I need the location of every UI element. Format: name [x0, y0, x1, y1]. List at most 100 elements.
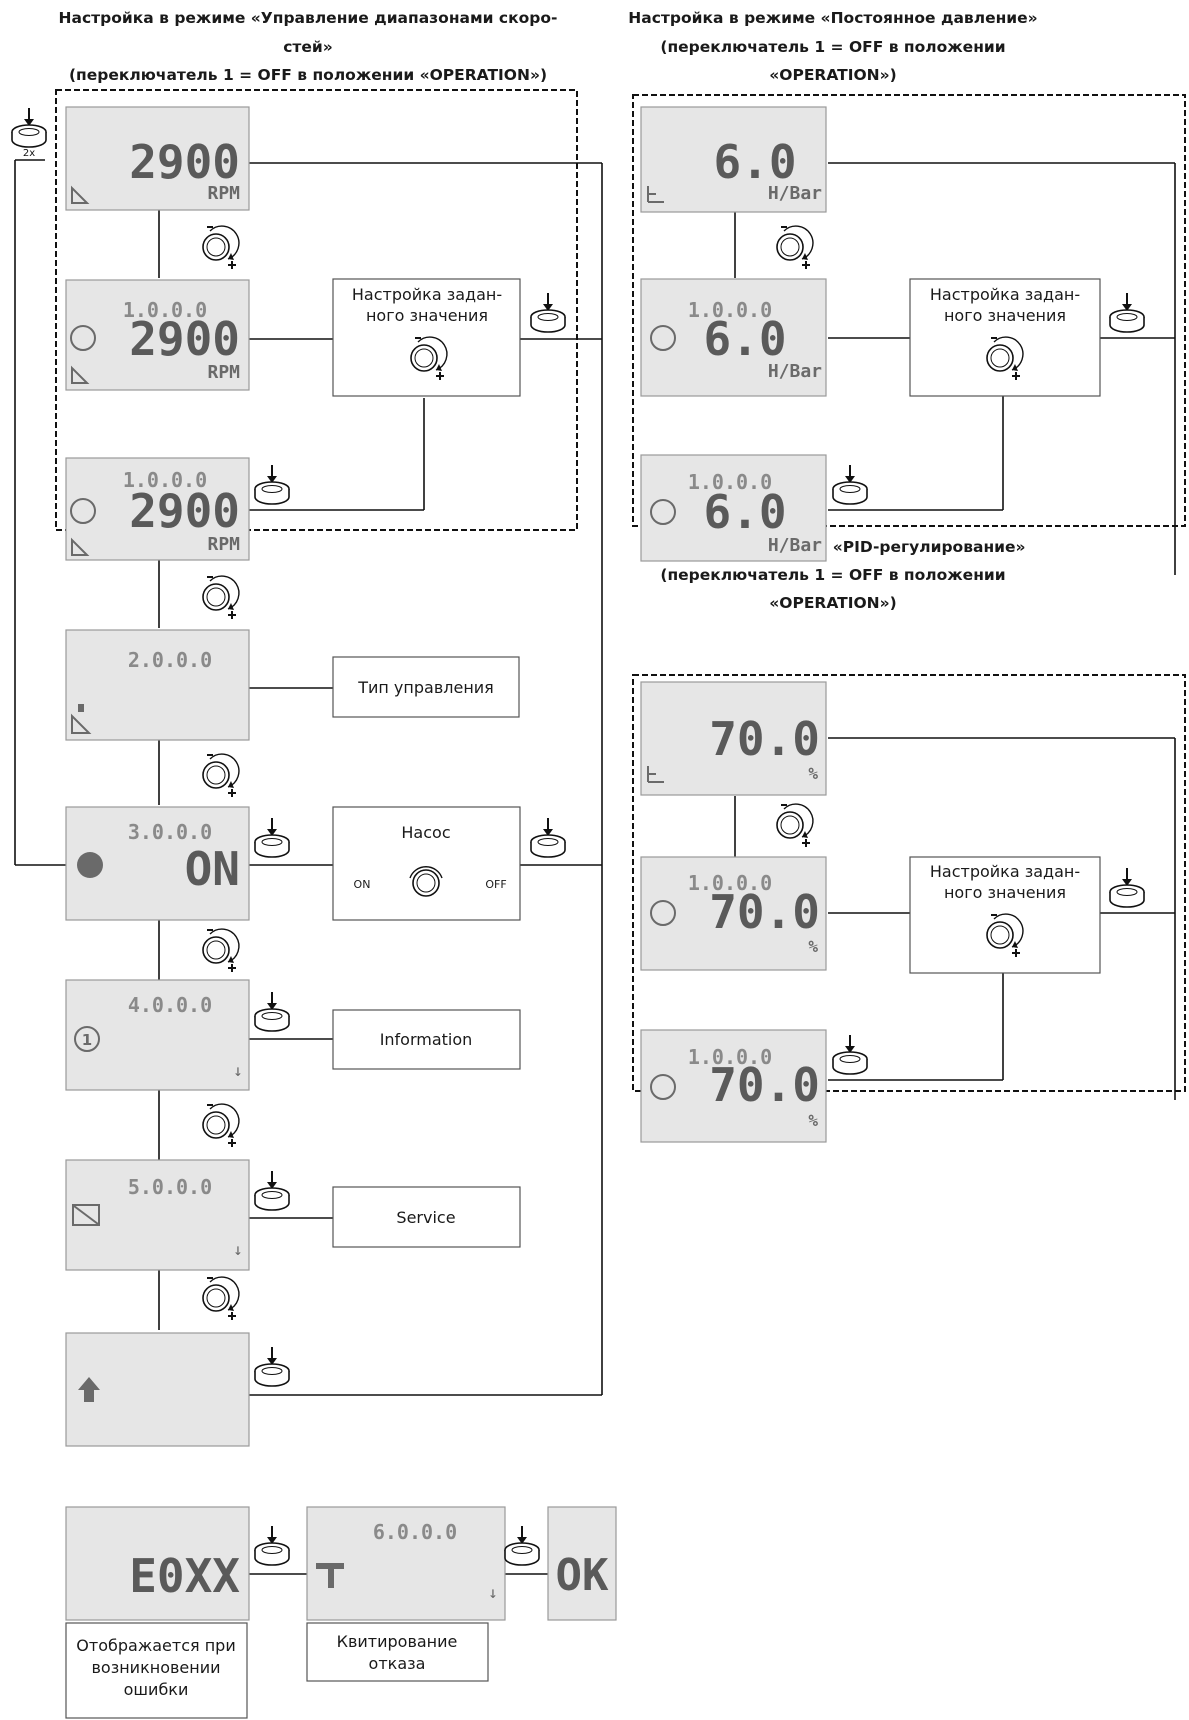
error-note-box: Отображается при возникновении ошибки — [65, 1622, 248, 1719]
pump-on-label: ON — [354, 878, 371, 891]
display-code: 1.0.0.0 — [123, 468, 207, 492]
setpoint-icon — [70, 325, 96, 351]
push-button-icon — [530, 817, 566, 858]
display-speed-edit[interactable]: 1.0.0.0 2900 RPM — [65, 279, 250, 391]
service-icon — [72, 1204, 100, 1226]
setpoint-box-pressure[interactable]: Настройка задан- ного значения — [909, 278, 1101, 397]
pump-box[interactable]: Насос ON OFF — [332, 806, 521, 921]
display-code: 1.0.0.0 — [123, 298, 207, 322]
left-connectors — [14, 159, 603, 1575]
mode-triangle-icon — [71, 365, 90, 384]
display-unit: RPM — [207, 183, 240, 204]
service-box[interactable]: Service — [332, 1186, 521, 1248]
rotary-knob-icon — [776, 803, 814, 848]
speed-mode-frame — [55, 89, 578, 531]
right2-heading-line3: «OPERATION») — [769, 594, 896, 612]
rotary-knob-icon — [202, 575, 240, 620]
wrench-icon — [316, 1563, 344, 1588]
left-controls: 2x — [11, 107, 566, 1566]
push-button-icon — [254, 1170, 290, 1211]
display-menu-service[interactable]: 5.0.0.0 ↓ — [65, 1159, 250, 1271]
display-menu-control-type[interactable]: 2.0.0.0 — [65, 629, 250, 741]
display-pressure-edit[interactable]: 1.0.0.0 6.0 H/Bar — [640, 278, 827, 397]
left-heading-line1: Настройка в режиме «Управление диапазона… — [59, 9, 558, 27]
display-value: 6.0 — [703, 312, 786, 366]
setpoint-icon — [70, 498, 96, 524]
mode-triangle-icon — [71, 537, 90, 556]
display-unit: % — [808, 937, 818, 956]
display-code: 3.0.0.0 — [128, 820, 212, 844]
display-value: 70.0 — [709, 1058, 820, 1112]
display-unit: RPM — [207, 534, 240, 555]
display-speed-main[interactable]: 2900 RPM — [65, 106, 250, 211]
display-menu-back[interactable] — [65, 1332, 250, 1447]
ack-note-box: Квитирование отказа — [306, 1622, 489, 1682]
display-menu-information[interactable]: 4.0.0.0 1 ↓ — [65, 979, 250, 1091]
setpoint-label-line1: Настройка задан- — [930, 862, 1080, 881]
display-value: 2900 — [129, 135, 240, 189]
setpoint-label-line2: ного значения — [944, 883, 1066, 902]
submenu-arrow-icon: ↓ — [233, 1061, 243, 1080]
rotary-knob-icon — [202, 753, 240, 798]
control-type-box[interactable]: Тип управления — [332, 656, 520, 718]
display-unit: H/Bar — [768, 183, 822, 204]
display-unit: H/Bar — [768, 535, 822, 556]
pump-knob-icon — [409, 866, 443, 897]
display-unit: RPM — [207, 362, 240, 383]
display-menu-pump[interactable]: 3.0.0.0 ON — [65, 806, 250, 921]
service-label: Service — [396, 1208, 455, 1227]
display-value: E0XX — [129, 1549, 240, 1603]
setpoint-label-line2: ного значения — [944, 306, 1066, 325]
push-button-icon — [832, 464, 868, 505]
information-box[interactable]: Information — [332, 1009, 521, 1070]
push-button-icon — [530, 292, 566, 333]
display-value: 6.0 — [703, 485, 786, 539]
display-ok[interactable]: OK — [547, 1506, 617, 1621]
rotary-knob-icon — [202, 1103, 240, 1148]
display-code: 6.0.0.0 — [373, 1520, 457, 1544]
mode-triangle-icon — [71, 185, 90, 204]
display-code: 2.0.0.0 — [128, 648, 212, 672]
setpoint-icon — [650, 1074, 676, 1100]
display-code: 1.0.0.0 — [688, 1045, 772, 1069]
setpoint-icon — [650, 325, 676, 351]
rotary-knob-icon — [202, 928, 240, 973]
push-button-icon — [1109, 292, 1145, 333]
error-note-line3: ошибки — [124, 1680, 189, 1699]
display-acknowledge[interactable]: 6.0.0.0 ↓ — [306, 1506, 506, 1621]
display-pressure-main[interactable]: 6.0 H/Bar — [640, 106, 827, 213]
push-button-icon — [254, 1346, 290, 1387]
display-code: 1.0.0.0 — [688, 470, 772, 494]
display-value: 2900 — [129, 484, 240, 538]
display-unit: H/Bar — [768, 361, 822, 382]
setpoint-box-pid[interactable]: Настройка задан- ного значения — [909, 856, 1101, 974]
constant-pressure-icon — [647, 186, 664, 203]
display-unit: % — [808, 1111, 818, 1130]
error-note-line2: возникновении — [91, 1658, 220, 1677]
display-code: 1.0.0.0 — [688, 871, 772, 895]
display-speed-confirm[interactable]: 1.0.0.0 2900 RPM — [65, 457, 250, 561]
pump-off-label: OFF — [485, 878, 506, 891]
setpoint-icon — [650, 499, 676, 525]
submenu-arrow-icon: ↓ — [233, 1240, 243, 1259]
display-pid-main[interactable]: 70.0 % — [640, 681, 827, 796]
press-twice-hint: 2x — [23, 148, 35, 159]
rotary-knob-icon — [776, 225, 814, 270]
back-arrow-icon — [78, 1377, 100, 1402]
pump-icon — [77, 852, 103, 878]
display-pid-confirm[interactable]: 1.0.0.0 70.0 % — [640, 1029, 827, 1143]
setpoint-icon — [650, 900, 676, 926]
setpoint-box-speed[interactable]: Настройка задан- ного значения — [332, 278, 521, 397]
push-button-icon — [254, 1525, 290, 1566]
display-code: 4.0.0.0 — [128, 993, 212, 1017]
display-error[interactable]: E0XX — [65, 1506, 250, 1621]
display-value: OK — [556, 1550, 609, 1601]
control-type-icon — [71, 713, 92, 734]
right1-heading-line3: «OPERATION») — [769, 66, 896, 84]
right2-heading-line2: (переключатель 1 = OFF в положении — [660, 566, 1005, 584]
setpoint-label-line1: Настройка задан- — [352, 285, 502, 304]
display-pressure-confirm[interactable]: 1.0.0.0 6.0 H/Bar — [640, 454, 827, 562]
push-button-icon — [504, 1525, 540, 1566]
display-pid-edit[interactable]: 1.0.0.0 70.0 % — [640, 856, 827, 971]
